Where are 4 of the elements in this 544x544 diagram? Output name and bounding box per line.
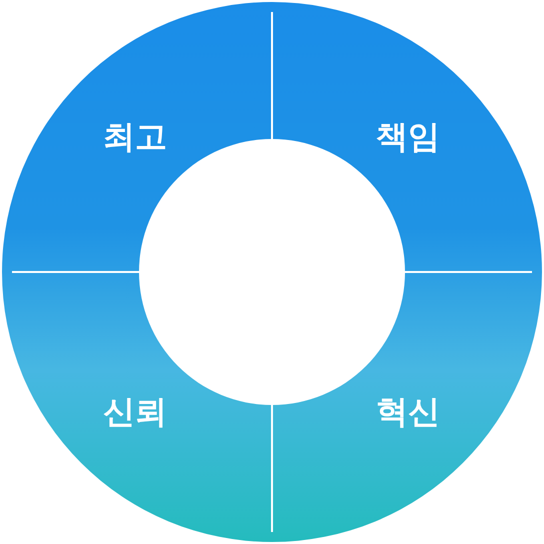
- segment-label: 책임: [376, 119, 440, 155]
- segment-label: 신뢰: [103, 394, 167, 430]
- segment-label: 혁신: [376, 394, 440, 430]
- segment-label: 최고: [103, 119, 167, 155]
